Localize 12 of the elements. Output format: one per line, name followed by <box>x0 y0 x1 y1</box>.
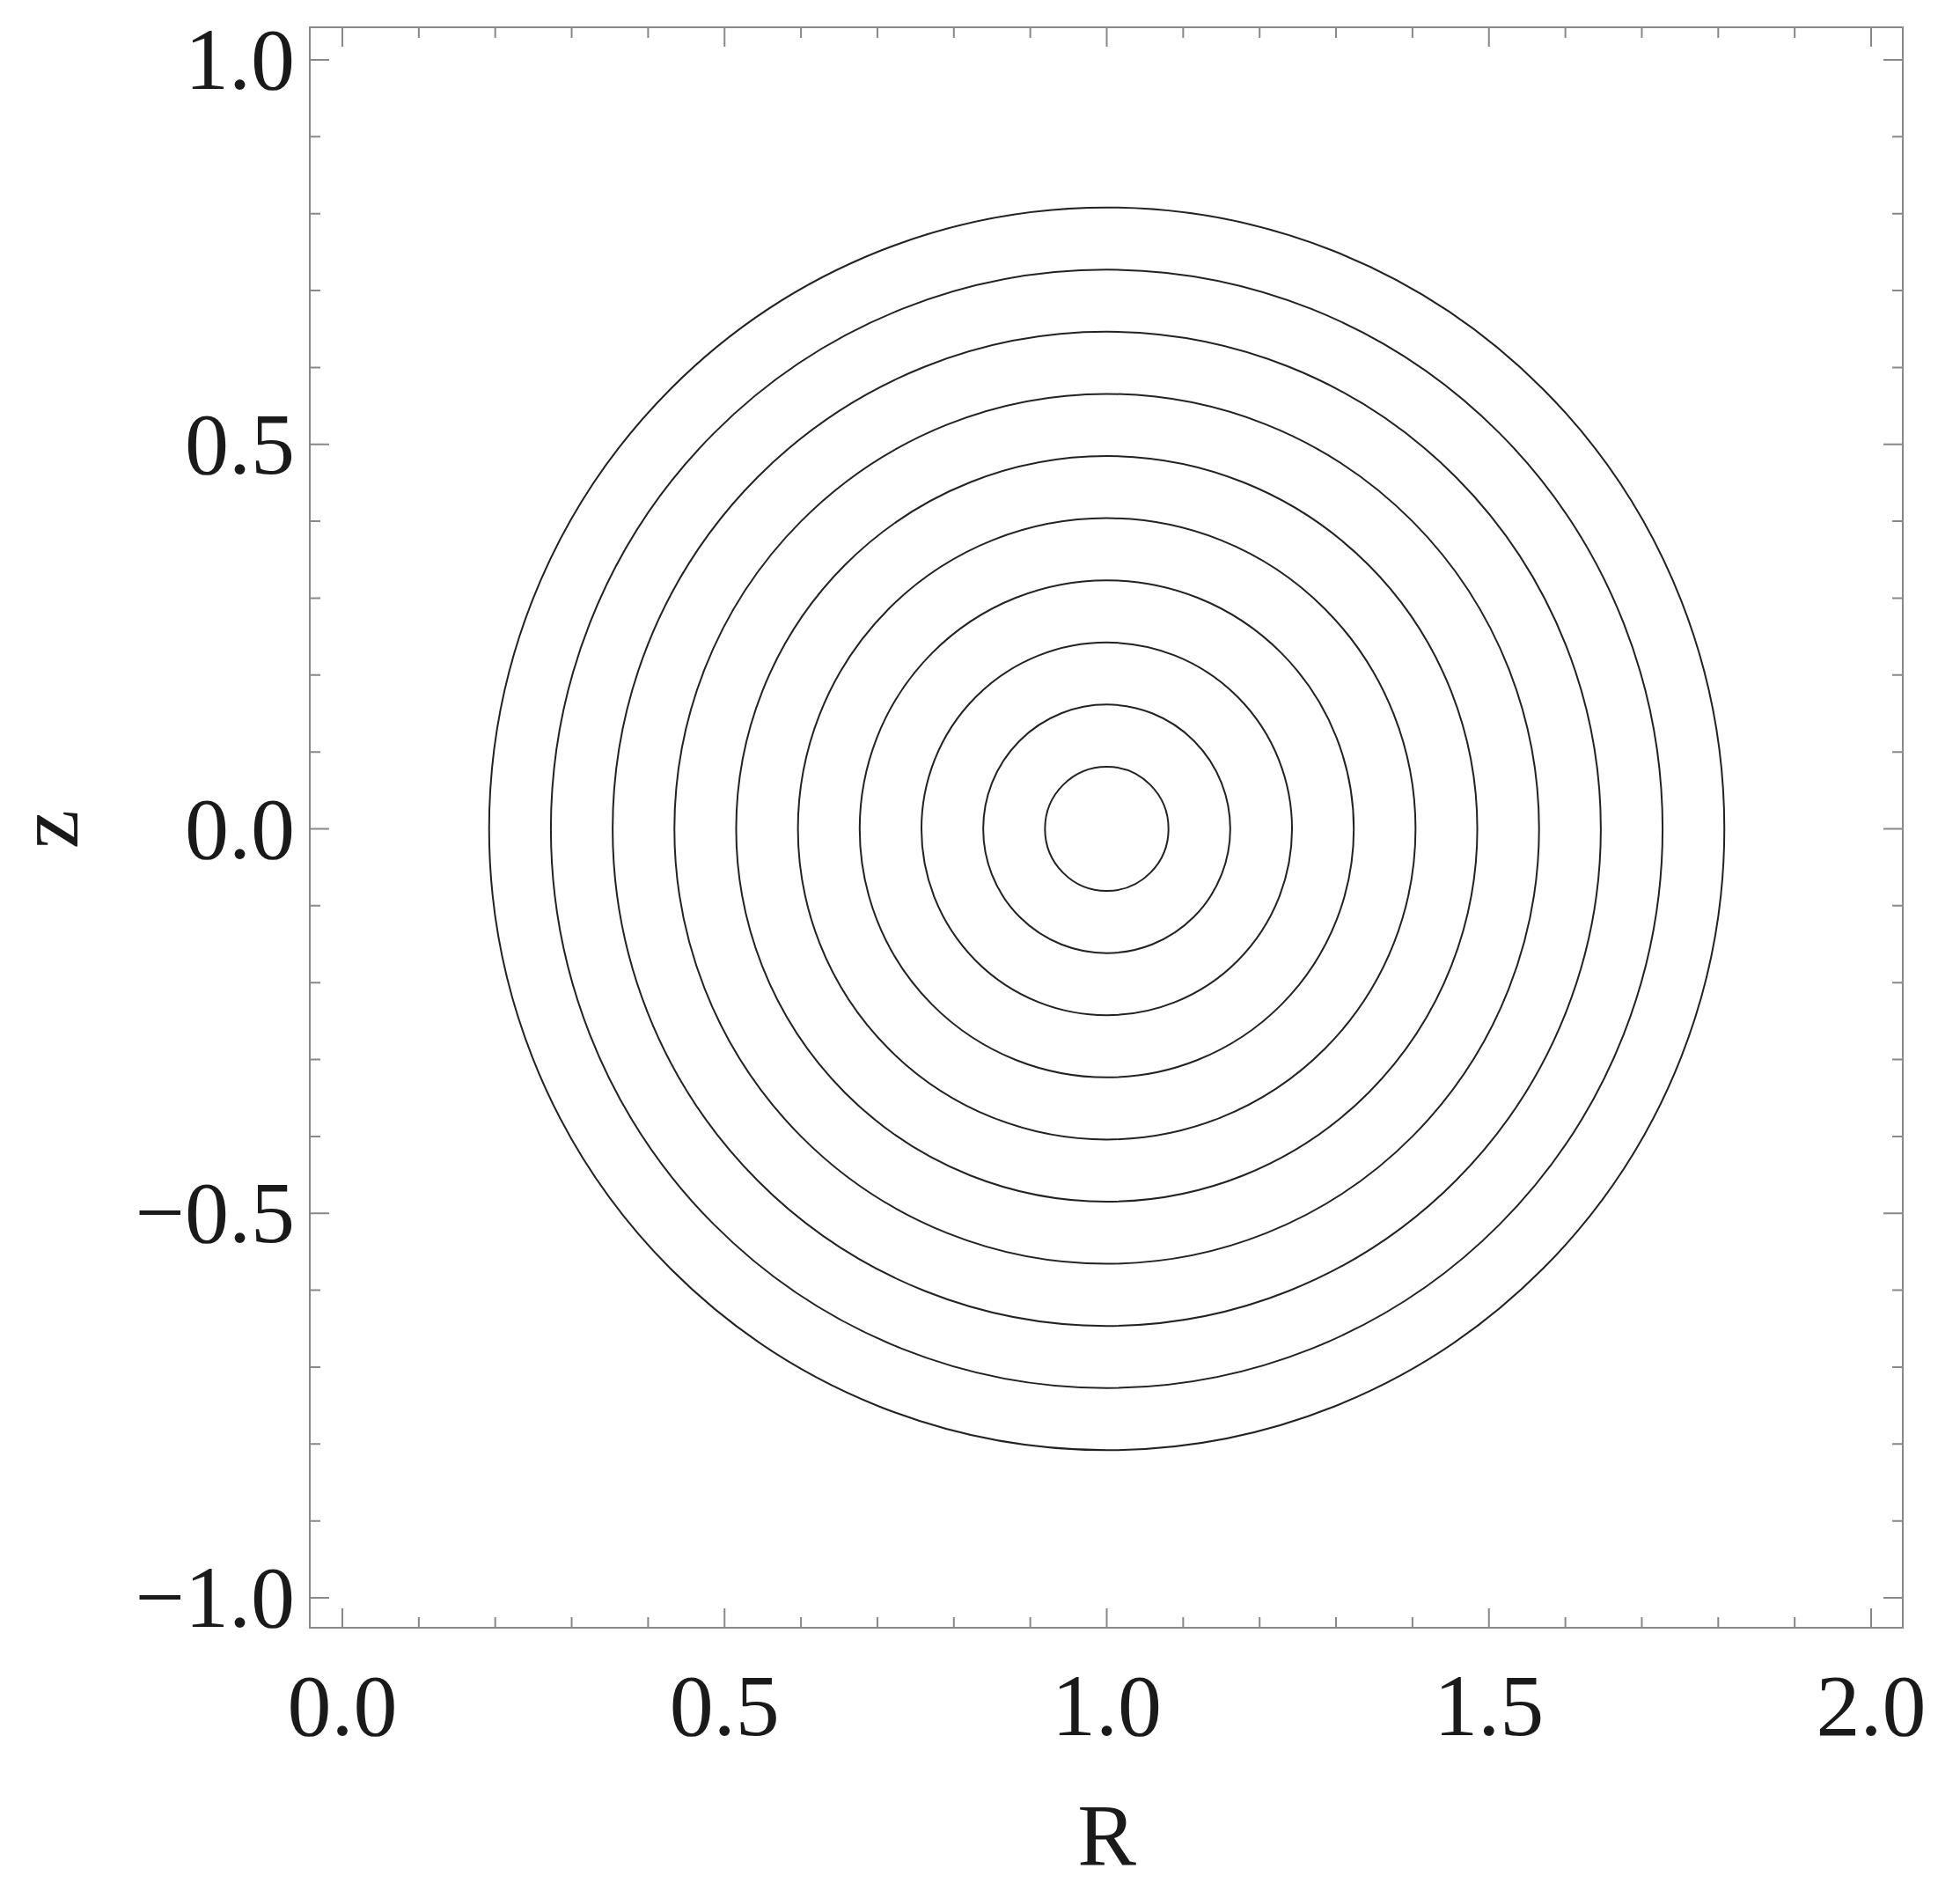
tick-label: −0.5 <box>135 1169 295 1258</box>
tick-label: 2.0 <box>1816 1662 1927 1750</box>
tick-label: 1.5 <box>1434 1662 1545 1750</box>
tick-label: 0.0 <box>287 1662 398 1750</box>
axis-title: z <box>4 809 92 849</box>
tick-label: 1.0 <box>1052 1662 1162 1750</box>
tick-label: 1.0 <box>185 16 295 104</box>
tick-label: 0.5 <box>669 1662 780 1750</box>
axis-title: R <box>1077 1791 1136 1880</box>
tick-label: 0.0 <box>185 784 295 873</box>
tick-label: −1.0 <box>135 1554 295 1642</box>
tick-label: 0.5 <box>185 400 295 489</box>
